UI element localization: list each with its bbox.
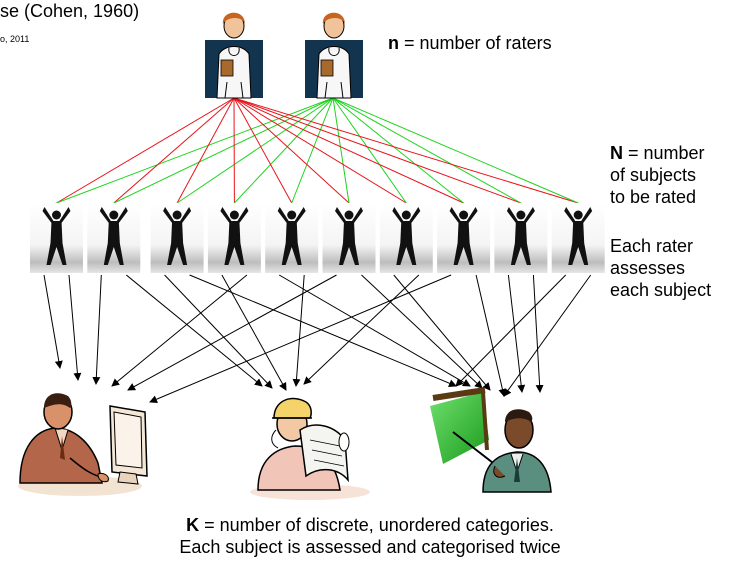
raters-row (205, 12, 363, 99)
assessment-arrow (221, 274, 287, 391)
rater1-line (233, 97, 464, 204)
each-text-2: assesses (610, 258, 686, 278)
N-text-3: to be rated (610, 187, 697, 207)
person-silhouette-icon (207, 203, 261, 273)
assessment-arrow (111, 274, 248, 387)
assessment-arrow (507, 274, 526, 393)
each-rater-label: Each rater assesses each subject (610, 235, 711, 301)
assessment-arrow (189, 274, 457, 387)
subject-category-arrows (43, 274, 592, 403)
assessment-arrow (393, 274, 491, 391)
assessment-arrow (149, 274, 452, 403)
rater1-line (233, 97, 579, 204)
person-silhouette-icon (437, 203, 491, 273)
n-text: = number of raters (399, 33, 552, 53)
rater-subject-lines (56, 97, 579, 204)
rater1-line (233, 97, 350, 204)
assessment-arrow (92, 274, 102, 385)
rater1-line (113, 97, 235, 204)
person-silhouette-icon (551, 203, 605, 273)
doctor-icon (205, 12, 263, 99)
assessment-arrow (503, 274, 592, 397)
assessment-arrow (68, 274, 82, 381)
rater2-line (56, 97, 334, 204)
source-fragment: o, 2011 (0, 34, 30, 44)
n-symbol: n (388, 33, 399, 53)
bottom-line: Each subject is assessed and categorised… (179, 537, 561, 557)
architect-icon (250, 397, 370, 500)
doctor-icon (305, 12, 363, 99)
assessment-arrow (127, 274, 337, 391)
assessment-arrow (361, 274, 483, 389)
rater1-line (233, 97, 407, 204)
N-text-2: of subjects (610, 165, 697, 185)
person-silhouette-icon (494, 203, 548, 273)
person-silhouette-icon (87, 203, 141, 273)
assessment-arrow (43, 274, 63, 369)
title-fragment: se (Cohen, 1960) (0, 1, 140, 21)
assessment-arrow (475, 274, 507, 397)
N-text-1: = number (623, 143, 705, 163)
categories-label: K = number of discrete, unordered catego… (40, 514, 700, 558)
rater2-line (332, 97, 579, 204)
N-symbol: N (610, 143, 623, 163)
rater2-line (332, 97, 350, 204)
assessment-arrow (164, 274, 273, 389)
person-silhouette-icon (322, 203, 376, 273)
presenter-icon (430, 387, 552, 493)
rater2-line (291, 97, 334, 204)
K-text: = number of discrete, unordered categori… (199, 515, 554, 535)
each-text-1: Each rater (610, 236, 694, 256)
rater2-line (113, 97, 334, 204)
each-text-3: each subject (610, 280, 712, 300)
subjects-row (30, 203, 605, 273)
rater2-line (332, 97, 407, 204)
rater2-line (234, 97, 334, 204)
assessment-arrow (278, 274, 471, 387)
person-silhouette-icon (379, 203, 433, 273)
rater1-line (233, 97, 293, 204)
person-silhouette-icon (30, 203, 83, 273)
rater2-line (332, 97, 522, 204)
assessment-arrow (292, 274, 305, 387)
raters-label: n = number of raters (388, 32, 552, 54)
assessment-arrow (532, 274, 544, 393)
rater1-line (56, 97, 235, 204)
rater2-line (176, 97, 334, 204)
assessment-arrow (303, 274, 420, 385)
office-worker-icon (18, 393, 148, 496)
K-symbol: K (186, 515, 200, 535)
person-silhouette-icon (265, 203, 319, 273)
rater1-line (233, 97, 522, 204)
person-silhouette-icon (150, 203, 204, 273)
assessment-arrow (455, 274, 567, 387)
subjects-label: N = number of subjects to be rated (610, 142, 705, 208)
assessment-arrow (125, 274, 263, 387)
rater2-line (332, 97, 464, 204)
rater1-line (176, 97, 235, 204)
